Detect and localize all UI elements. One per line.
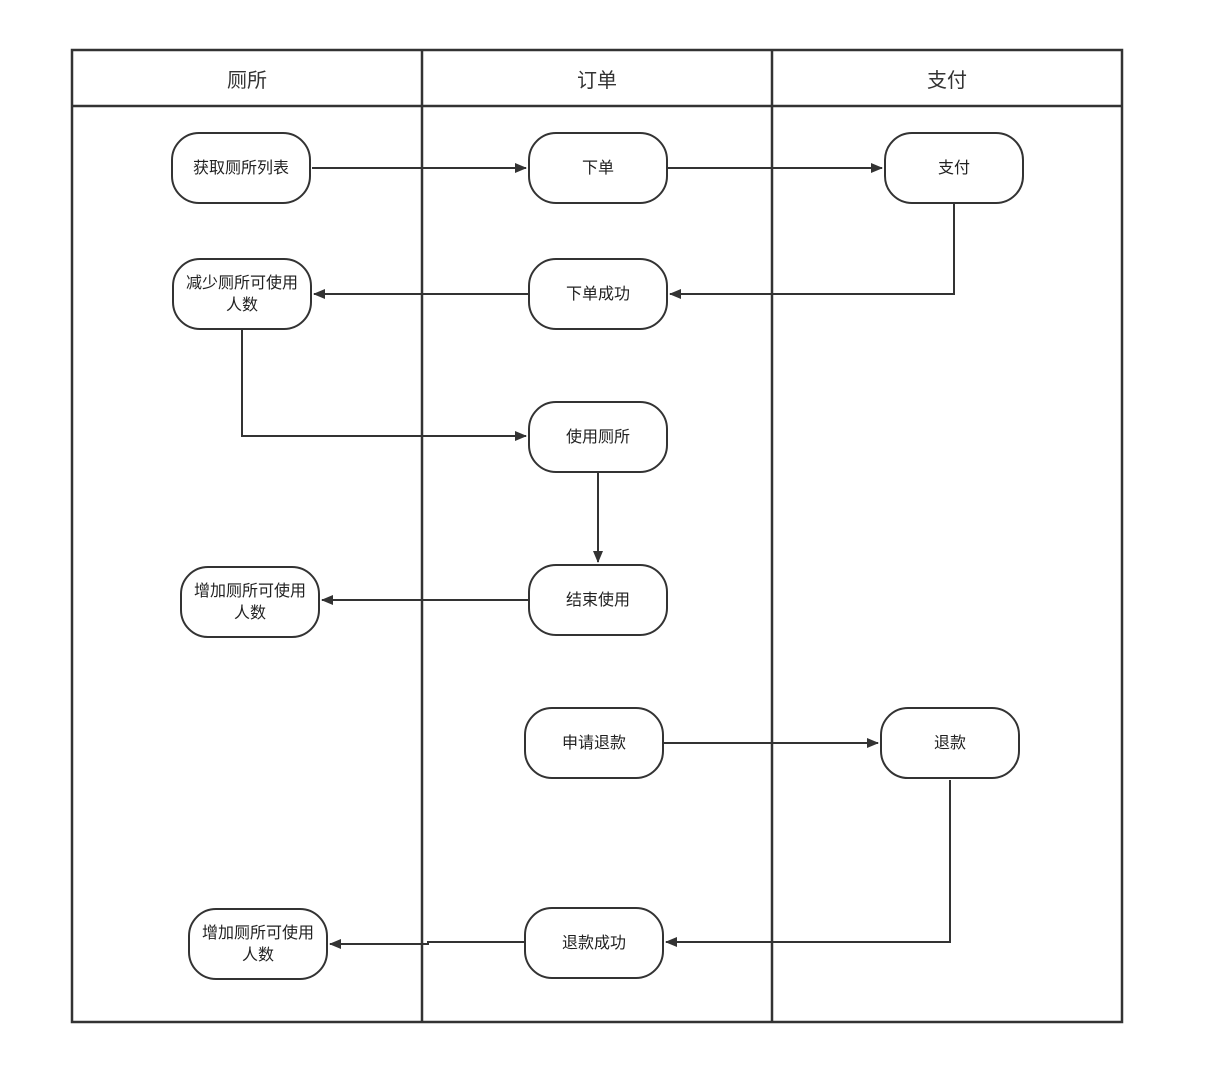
node-get-toilet-list[interactable]: 获取厕所列表 <box>171 132 311 204</box>
node-end-use[interactable]: 结束使用 <box>528 564 668 636</box>
node-decrease-capacity[interactable]: 减少厕所可使用人数 <box>172 258 312 330</box>
node-refund-success[interactable]: 退款成功 <box>524 907 664 979</box>
lane-title-payment: 支付 <box>927 67 967 92</box>
node-increase-capacity-1[interactable]: 增加厕所可使用人数 <box>180 566 320 638</box>
arrow-pay-to-success <box>669 204 955 299</box>
node-apply-refund[interactable]: 申请退款 <box>524 707 664 779</box>
arrow-decrease-to-use <box>241 330 527 441</box>
node-pay[interactable]: 支付 <box>884 132 1024 204</box>
node-use-toilet[interactable]: 使用厕所 <box>528 401 668 473</box>
node-refund[interactable]: 退款 <box>880 707 1020 779</box>
lane-frame <box>70 48 1124 1024</box>
arrow-refund-to-success <box>665 780 951 947</box>
node-place-order[interactable]: 下单 <box>528 132 668 204</box>
lane-title-toilet: 厕所 <box>227 67 267 92</box>
arrow-success-to-increase <box>329 939 524 949</box>
node-order-success[interactable]: 下单成功 <box>528 258 668 330</box>
node-increase-capacity-2[interactable]: 增加厕所可使用人数 <box>188 908 328 980</box>
lane-title-order: 订单 <box>577 67 617 92</box>
